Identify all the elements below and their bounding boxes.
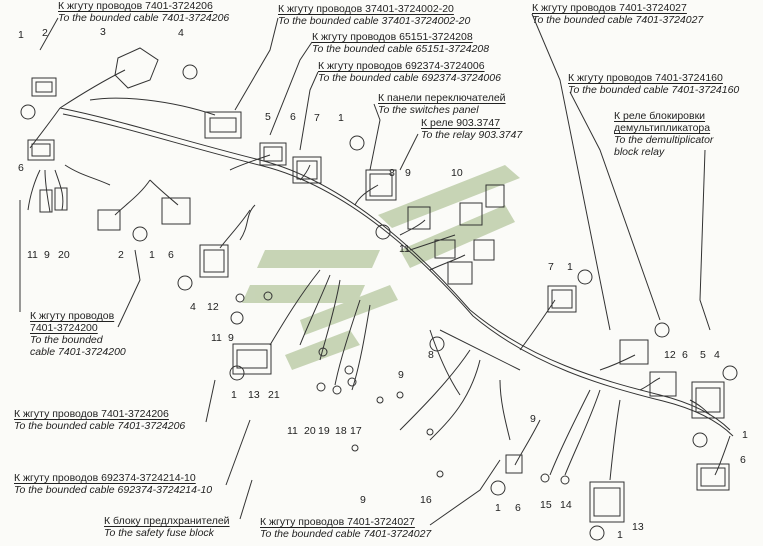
callout-13: 13 — [248, 389, 260, 401]
callout-5: 5 — [265, 111, 271, 123]
label-cable-7401-3724027-bottom: К жгуту проводов 7401-3724027 To the bou… — [260, 516, 432, 540]
harness-lines — [19, 13, 738, 541]
callout-6: 6 — [168, 249, 174, 261]
callout-1: 1 — [231, 389, 237, 401]
callout-17: 17 — [350, 425, 362, 437]
label-demultiplicator-relay: К реле блокировки демультипликатора To t… — [614, 110, 714, 158]
label-cable-692374-3724214-10: К жгуту проводов 692374-3724214-10 To th… — [14, 472, 213, 496]
callout-6: 6 — [18, 162, 24, 174]
callout-9: 9 — [405, 167, 411, 179]
callout-9: 9 — [530, 413, 536, 425]
callout-11: 11 — [287, 425, 298, 437]
callout-9: 9 — [360, 494, 366, 506]
callout-9: 9 — [44, 249, 50, 261]
callout-13: 13 — [632, 521, 644, 533]
label-cable-7401-3724206-top: К жгуту проводов 7401-3724206 To the bou… — [58, 0, 230, 24]
callout-7: 7 — [548, 261, 554, 273]
callout-6: 6 — [740, 454, 746, 466]
callout-18: 18 — [335, 425, 347, 437]
callout-15: 15 — [540, 499, 552, 511]
callout-20: 20 — [58, 249, 70, 261]
callout-14: 14 — [560, 499, 572, 511]
callout-11: 11 — [399, 243, 410, 255]
callout-11: 11 — [211, 332, 222, 344]
callout-6: 6 — [290, 111, 296, 123]
callout-10: 10 — [451, 167, 463, 179]
label-cable-65151-3724208: К жгуту проводов 65151-3724208 To the bo… — [312, 31, 490, 55]
callout-8: 8 — [389, 167, 395, 179]
callout-4: 4 — [178, 27, 184, 39]
callout-6: 6 — [682, 349, 688, 361]
callout-2: 2 — [118, 249, 124, 261]
callout-3: 3 — [100, 26, 106, 38]
callout-9: 9 — [398, 369, 404, 381]
callout-9: 9 — [228, 332, 234, 344]
callout-1: 1 — [495, 502, 501, 514]
callout-4: 4 — [714, 349, 720, 361]
label-switches-panel: К панели переключателей To the switches … — [378, 92, 506, 116]
callout-1: 1 — [149, 249, 155, 261]
callout-1: 1 — [18, 29, 24, 41]
label-cable-692374-3724006: К жгуту проводов 692374-3724006 To the b… — [318, 60, 501, 84]
callout-8: 8 — [428, 349, 434, 361]
callout-1: 1 — [567, 261, 573, 273]
callout-11: 11 — [27, 249, 38, 261]
callout-7: 7 — [314, 112, 320, 124]
callout-20: 20 — [304, 425, 316, 437]
callout-5: 5 — [700, 349, 706, 361]
callout-16: 16 — [420, 494, 432, 506]
callout-1: 1 — [617, 529, 623, 541]
label-cable-7401-3724027-top: К жгуту проводов 7401-3724027 To the bou… — [532, 2, 704, 26]
watermark-logo — [242, 165, 520, 370]
callout-1: 1 — [742, 429, 748, 441]
label-cable-37401-3724002-20: К жгуту проводов 37401-3724002-20 To the… — [278, 3, 471, 27]
callout-1: 1 — [338, 112, 344, 124]
label-cable-7401-3724200: К жгуту проводов 7401-3724200 To the bou… — [30, 310, 126, 358]
callout-21: 21 — [268, 389, 280, 401]
label-cable-7401-3724160: К жгуту проводов 7401-3724160 To the bou… — [568, 72, 740, 96]
label-relay-903-3747: К реле 903.3747 To the relay 903.3747 — [421, 117, 523, 141]
callout-19: 19 — [318, 425, 330, 437]
callout-2: 2 — [42, 27, 48, 39]
label-cable-7401-3724206-bottom: К жгуту проводов 7401-3724206 To the bou… — [14, 408, 186, 432]
callout-12: 12 — [664, 349, 676, 361]
callout-12: 12 — [207, 301, 219, 313]
label-safety-fuse-block: К блоку предлхранителей To the safety fu… — [104, 515, 230, 539]
callout-6: 6 — [515, 502, 521, 514]
callout-4: 4 — [190, 301, 196, 313]
